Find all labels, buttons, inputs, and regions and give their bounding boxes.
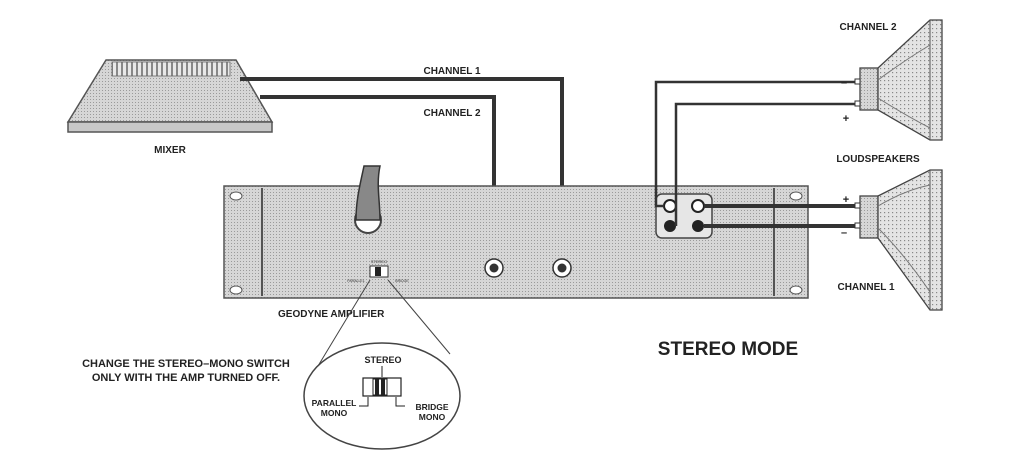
ch2-input-jack [484, 258, 504, 278]
rack-hole-top-left [229, 191, 243, 201]
callout-bridge-label-2: MONO [419, 412, 446, 422]
ch2-minus-sign: – [841, 77, 847, 89]
channel-2-cable-label: CHANNEL 2 [423, 108, 480, 119]
loudspeaker-channel-1 [854, 169, 943, 311]
power-cord [354, 165, 382, 234]
mixer-label: MIXER [154, 145, 186, 156]
amp-switch-stereo-tiny: STEREO [371, 259, 387, 264]
callout-parallel-label-2: MONO [321, 408, 348, 418]
ch1-minus-sign: – [841, 227, 847, 239]
ch2-speaker-negative-cable [654, 80, 858, 208]
ch2-output-post-positive [664, 220, 676, 232]
ch2-output-post-negative [663, 199, 677, 213]
mixer-fader-strip [111, 61, 231, 77]
channel-1-cable-label: CHANNEL 1 [423, 66, 480, 77]
zoomed-switch-knob [375, 379, 379, 395]
loudspeakers-label: LOUDSPEAKERS [836, 154, 920, 165]
switch-warning-line-1: CHANGE THE STEREO–MONO SWITCH [82, 358, 290, 370]
channel-2-speaker-label: CHANNEL 2 [839, 22, 896, 33]
ch1-speaker-terminal-negative [854, 222, 861, 229]
ch2-speaker-positive-cable [674, 102, 858, 226]
channel-1-speaker-label: CHANNEL 1 [837, 282, 894, 293]
switch-warning-line-2: ONLY WITH THE AMP TURNED OFF. [92, 372, 280, 384]
callout-bridge-label-1: BRIDGE [415, 402, 448, 412]
ch1-speaker-terminal-positive [854, 202, 861, 209]
ch2-plus-sign: + [843, 113, 849, 125]
amplifier-label: GEODYNE AMPLIFIER [278, 309, 385, 320]
amp-switch-bridge-tiny: BRIDGE [395, 279, 409, 283]
callout-leader-left [317, 279, 371, 367]
callout-parallel-label-1: PARALLEL [312, 398, 357, 408]
ch1-input-jack [552, 258, 572, 278]
mixer [66, 59, 274, 133]
switch-zoom-callout [303, 279, 461, 450]
rack-hole-top-right [789, 191, 803, 201]
callout-leader-right [387, 279, 451, 355]
rack-hole-bottom-right [789, 285, 803, 295]
ch1-output-post-negative [692, 220, 704, 232]
stereo-mono-switch: STEREO PARALLEL BRIDGE [347, 259, 409, 283]
callout-stereo-label: STEREO [364, 355, 401, 365]
stereo-mode-title: STEREO MODE [658, 339, 798, 360]
amp-switch-parallel-tiny: PARALLEL [347, 279, 364, 283]
output-binding-posts [655, 193, 713, 239]
ch2-speaker-terminal-negative [854, 78, 861, 85]
amplifier-front-panel [223, 185, 809, 299]
ch1-plus-sign: + [843, 194, 849, 206]
loudspeaker-channel-2 [854, 19, 943, 141]
ch2-speaker-terminal-positive [854, 100, 861, 107]
rack-hole-bottom-left [229, 285, 243, 295]
ch1-output-post-positive [691, 199, 705, 213]
